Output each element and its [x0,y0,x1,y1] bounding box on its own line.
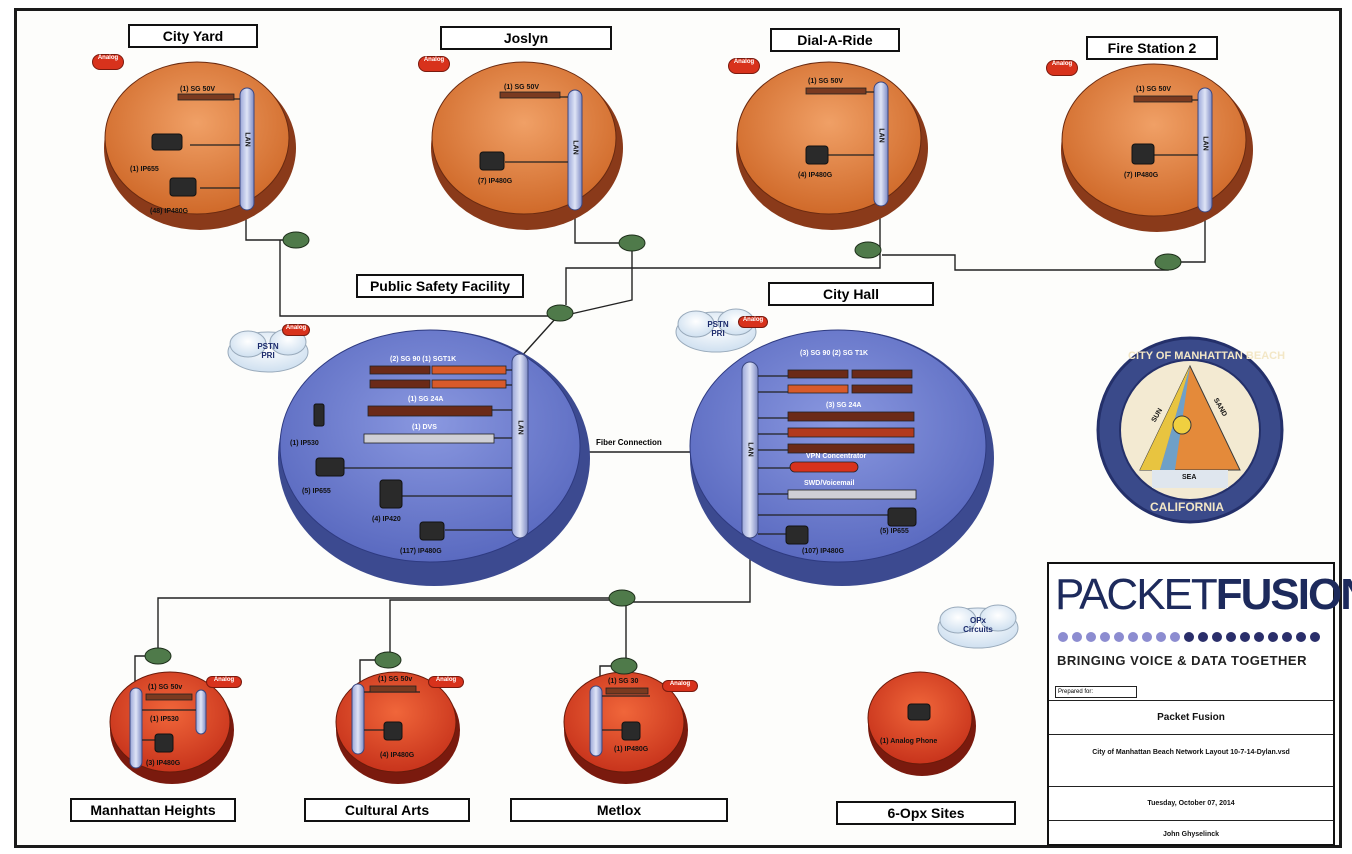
analog-pill: Analog [1046,60,1078,76]
seal-sea: SEA [1182,474,1197,481]
device-label: (1) DVS [412,424,437,431]
device-label: SWD/Voicemail [804,480,855,487]
device-label: VPN Concentrator [806,453,867,460]
label-opx-sites: 6-Opx Sites [836,801,1016,825]
device-label: (1) SG 30 [608,678,639,685]
ip-phones [151,133,1155,753]
label-city-hall: City Hall [768,282,934,306]
device-label: (5) IP655 [302,488,331,495]
device-label: (1) SG 50v [148,684,183,691]
device-label: (2) SG 90 (1) SGT1K [390,356,457,363]
opx-circuits-label: OPx Circuits [963,616,993,634]
device-label: (4) IP480G [380,752,415,759]
analog-pill: Analog [728,58,760,74]
device-label: (3) SG 24A [826,402,862,409]
seal-top-text: CITY OF MANHATTAN BEACH [1128,350,1286,362]
device-label: (3) IP480G [146,760,181,767]
device-label: (48) IP480G [150,208,189,215]
link-joslyn [561,210,633,317]
opx-cloud [937,604,1019,649]
city-seal [1096,336,1284,524]
device-label: (7) IP480G [478,178,513,185]
analog-pill: Analog [428,676,464,688]
device-label: (1) SG 50v [378,676,413,683]
label-city-yard: City Yard [128,24,258,48]
label-public-safety: Public Safety Facility [356,274,524,298]
device-label: (7) IP480G [1124,172,1159,179]
title-block: PACKETFUSION BRINGING VOICE & DATA TOGET… [1047,562,1352,847]
pstn-label: PSTN PRI [707,320,729,338]
lan-label: LAN [571,140,579,155]
sg-gateways [145,87,1193,701]
device-label: (1) SG 50V [1136,86,1172,93]
analog-pill: Analog [282,324,310,336]
pstn-cloud-ps [227,328,309,373]
routers [144,231,1182,675]
prepared-for: Prepared for: [1055,686,1137,698]
fiber-connection-label: Fiber Connection [596,438,662,447]
label-fire-station-2: Fire Station 2 [1086,36,1218,60]
device-label: (1) SG 24A [408,396,444,403]
logo-tagline: BRINGING VOICE & DATA TOGETHER [1057,653,1307,668]
label-joslyn: Joslyn [440,26,612,50]
analog-pill: Analog [206,676,242,688]
lan-label: LAN [746,442,754,457]
device-label: (117) IP480G [400,548,442,555]
label-metlox: Metlox [510,798,728,822]
analog-pill: Analog [418,56,450,72]
device-label: (5) IP655 [880,528,909,535]
tb-date: Tuesday, October 07, 2014 [1049,786,1333,821]
label-cultural-arts: Cultural Arts [304,798,470,822]
tb-company: Packet Fusion [1049,700,1333,735]
device-label: (1) IP530 [290,440,319,447]
tb-doc: City of Manhattan Beach Network Layout 1… [1049,734,1333,786]
device-label: (107) IP480G [802,548,845,555]
lan-label: LAN [1201,136,1209,151]
device-label: (3) SG 90 (2) SG T1K [800,350,869,357]
device-label: (1) IP480G [614,746,649,753]
device-label: (1) SG 50V [808,78,844,85]
link-dar [565,210,881,305]
device-label: (4) IP480G [798,172,833,179]
pstn-label: PSTN PRI [257,342,279,360]
lan-label: LAN [243,132,251,147]
lan-label: LAN [516,420,524,435]
label-dial-a-ride: Dial-A-Ride [770,28,900,52]
link-south [622,540,751,603]
device-label: (4) IP420 [372,516,401,523]
logo-dots [1058,632,1320,642]
analog-pill: Analog [662,680,698,692]
lan-label: LAN [877,128,885,143]
label-manhattan-heights: Manhattan Heights [70,798,236,822]
analog-pill: Analog [92,54,124,70]
seal-bottom-text: CALIFORNIA [1150,500,1224,514]
packet-fusion-logo: PACKETFUSION [1055,570,1352,619]
device-label: (1) SG 50V [180,86,216,93]
site-dial-a-ride [736,61,928,230]
tb-author: John Ghyselinck [1049,820,1333,847]
device-label: (1) SG 50V [504,84,540,91]
site-opx [867,671,976,776]
device-label: (1) IP655 [130,166,159,173]
link-ps-core [519,317,557,359]
analog-pill: Analog [738,316,768,328]
device-label: (1) Analog Phone [880,738,938,745]
device-label: (1) IP530 [150,716,179,723]
pstn-cloud-ch [675,308,757,353]
lan-bars [129,81,1213,769]
